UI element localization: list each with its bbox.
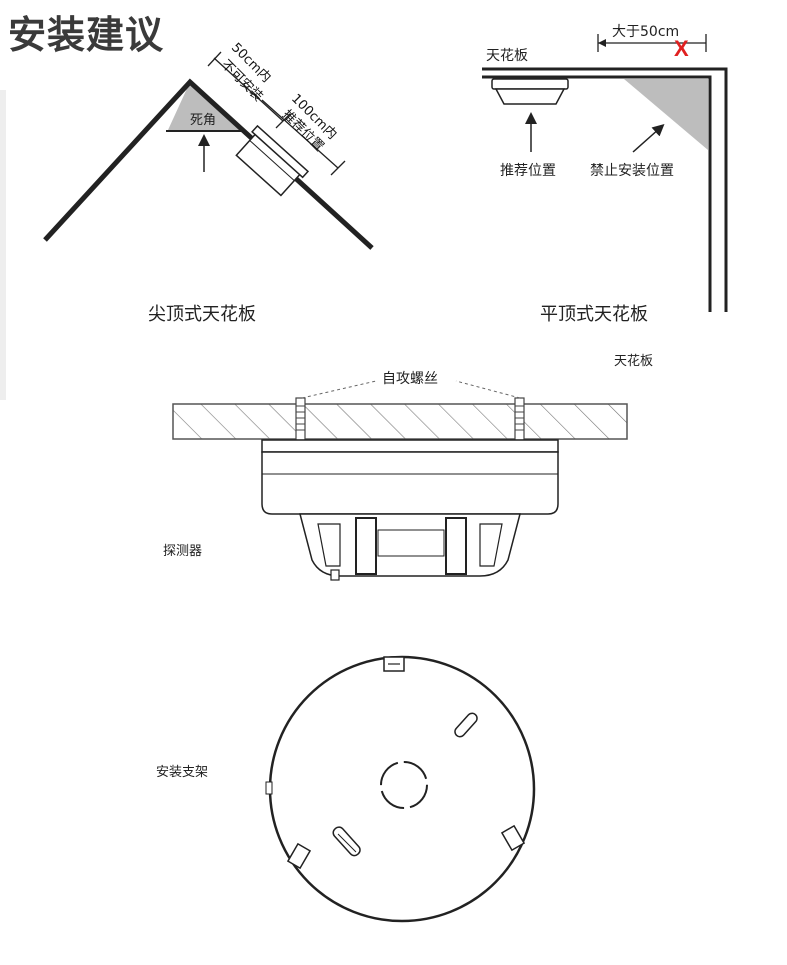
flat-ceiling-label: 天花板 [486,48,528,64]
dim-tick-2 [275,113,291,129]
pitched-roof-line [43,78,374,250]
bracket-outer-ring [268,655,536,923]
screw-left [295,397,306,441]
bracket-notch-left [265,781,273,795]
forbidden-arrow [632,124,665,153]
bracket-slot-bottom [332,826,361,857]
forbidden-position-label: 禁止安装位置 [590,163,674,179]
screw-leader-right [455,380,521,399]
bracket-center-ring [380,761,428,809]
dead-angle-zone [168,82,242,130]
dim-tick-3 [330,160,346,176]
screw-leader-left [301,380,377,399]
left-edge-strip [0,90,6,400]
pitched-ceiling-diagram [43,51,374,250]
screw-right [514,397,525,441]
self-tapping-screw-label: 自攻螺丝 [382,371,438,387]
assembly-ceiling-label: 天花板 [614,354,654,369]
flat-ceiling-diagram [482,34,728,312]
bracket-clip-left [286,842,312,870]
dead-angle-label: 死角 [190,113,217,128]
ceiling-slab [172,403,628,440]
dim-line-50cm [213,57,284,122]
bracket-label: 安装支架 [156,765,209,780]
dim-line-100cm [261,99,339,169]
flat-detector [491,78,569,105]
flat-ceiling-inner [482,75,712,312]
more-than-50cm-label: 大于50cm [612,24,680,40]
detector-label: 探测器 [163,544,203,559]
mount-assembly-diagram [172,380,628,581]
detector-body [261,439,559,581]
flat-recommended-label: 推荐位置 [500,163,556,179]
flat-ceiling-outer [482,67,728,312]
dim-arrow-left [598,39,606,47]
bracket-diagram [265,655,536,923]
flat-ceiling-caption: 平顶式天花板 [540,304,648,325]
page-title: 安装建议 [8,13,165,57]
forbidden-x-mark: X [674,36,689,61]
forbidden-zone [624,79,708,150]
pitched-detector [235,124,310,197]
bracket-clip-right [500,824,526,852]
dim-tick-1 [207,51,222,67]
bracket-slot-top [454,712,478,738]
pitched-ceiling-caption: 尖顶式天花板 [148,304,256,325]
